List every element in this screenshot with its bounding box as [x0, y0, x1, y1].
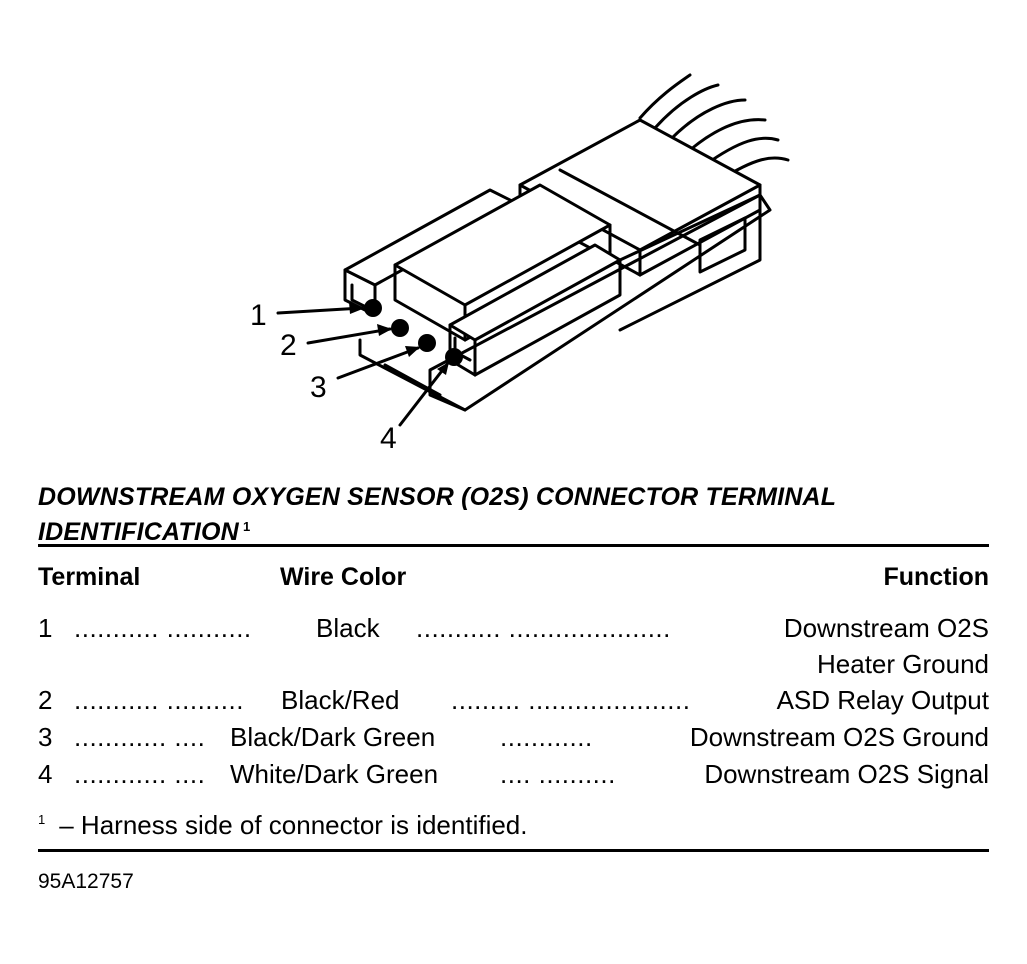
connector-illustration: 1 2 3 4	[250, 73, 790, 455]
terminal-number: 4	[38, 759, 53, 789]
footnote: 1 – Harness side of connector is identifi…	[38, 802, 528, 843]
terminal-function-continued: Heater Ground	[817, 649, 989, 679]
table-row: 1 ........... ........... Black ........…	[38, 610, 989, 682]
header-wire-color: Wire Color	[280, 563, 407, 591]
leader-dots: ............	[500, 722, 593, 752]
footnote-text: – Harness side of connector is identifie…	[59, 810, 528, 840]
callout-3: 3	[310, 371, 327, 404]
leader-dots: ............ ....	[74, 759, 206, 789]
callout-2: 2	[280, 329, 297, 362]
table-row: 4 ............ .... White/Dark Green ...…	[38, 756, 989, 792]
header-function: Function	[883, 563, 989, 591]
figure-id: 95A12757	[38, 870, 134, 893]
terminal-function: Downstream O2S Ground	[689, 722, 989, 752]
bottom-rule	[38, 849, 989, 852]
table-row: 3 ............ .... Black/Dark Green ...…	[38, 719, 989, 755]
terminal-function: Downstream O2S	[783, 613, 989, 643]
leader-dots: ............ ....	[74, 722, 206, 752]
wire-color: Black/Dark Green	[230, 722, 436, 752]
wire-color: Black/Red	[281, 685, 400, 715]
leader-dots: ........... ..........	[74, 685, 244, 715]
connector-shroud	[343, 183, 772, 412]
leader-dots: ........... ...........	[74, 613, 252, 643]
terminal-number: 3	[38, 722, 53, 752]
terminal-4-dot	[445, 348, 463, 366]
table-row: 2 ........... .......... Black/Red .....…	[38, 682, 989, 718]
wire-color: White/Dark Green	[230, 759, 439, 789]
title-footnote-marker: 1	[242, 519, 251, 534]
table-title-text: DOWNSTREAM OXYGEN SENSOR (O2S) CONNECTOR…	[38, 483, 836, 546]
top-rule	[38, 544, 989, 547]
wire-color: Black	[316, 613, 380, 643]
terminal-number: 2	[38, 685, 53, 715]
terminal-number: 1	[38, 613, 53, 643]
leader-dots: .... ..........	[500, 759, 616, 789]
leader-dots: ......... .....................	[451, 685, 691, 715]
table-title: DOWNSTREAM OXYGEN SENSOR (O2S) CONNECTOR…	[38, 482, 998, 547]
callout-leaders	[276, 306, 450, 427]
callout-1: 1	[250, 299, 267, 332]
footnote-marker: 1	[38, 812, 46, 827]
terminal-1-dot	[364, 299, 382, 317]
terminal-2-dot	[391, 319, 409, 337]
header-terminal: Terminal	[38, 563, 141, 591]
terminal-3-dot	[418, 334, 436, 352]
terminal-function: Downstream O2S Signal	[704, 759, 989, 789]
terminal-function: ASD Relay Output	[776, 685, 989, 715]
callout-4: 4	[380, 422, 397, 455]
leader-dots: ........... .....................	[416, 613, 671, 643]
